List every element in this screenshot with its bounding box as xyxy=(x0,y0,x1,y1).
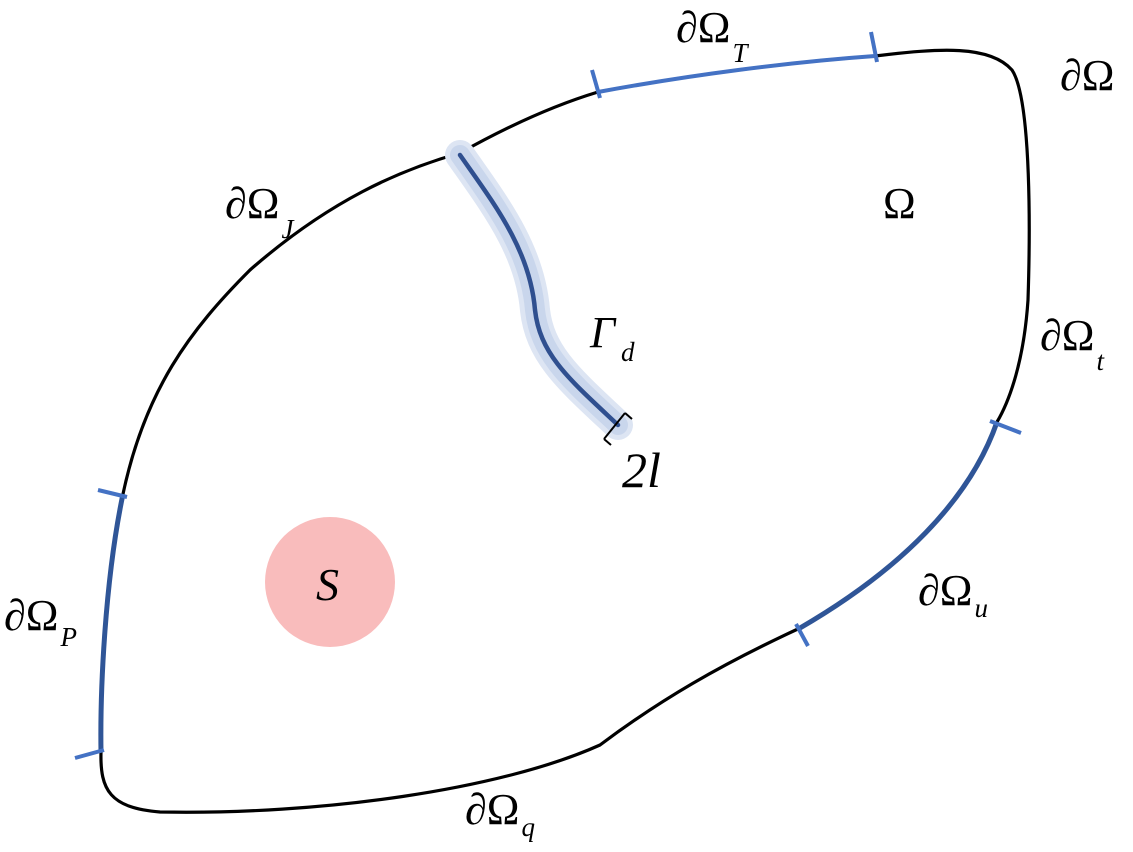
crack xyxy=(445,140,633,440)
label-boundary-J: ∂ΩJ xyxy=(225,179,295,244)
label-boundary-P: ∂ΩP xyxy=(4,591,77,652)
label-source: S xyxy=(316,559,339,610)
label-domain: Ω xyxy=(883,179,916,228)
label-boundary-u: ∂Ωu xyxy=(918,566,988,623)
boundary-segment-u xyxy=(794,419,1022,647)
boundary-segment-P xyxy=(74,488,128,760)
label-boundary: ∂Ω xyxy=(1060,51,1114,100)
label-boundary-T: ∂ΩT xyxy=(676,3,749,68)
label-boundary-t: ∂Ωt xyxy=(1040,311,1105,376)
boundary-segment-T xyxy=(590,31,879,99)
domain-boundary xyxy=(99,48,1031,814)
label-boundary-q: ∂Ωq xyxy=(465,785,535,842)
crack-width-bracket xyxy=(603,412,633,446)
source-circle xyxy=(265,517,395,647)
label-crack-width: 2l xyxy=(622,442,661,498)
